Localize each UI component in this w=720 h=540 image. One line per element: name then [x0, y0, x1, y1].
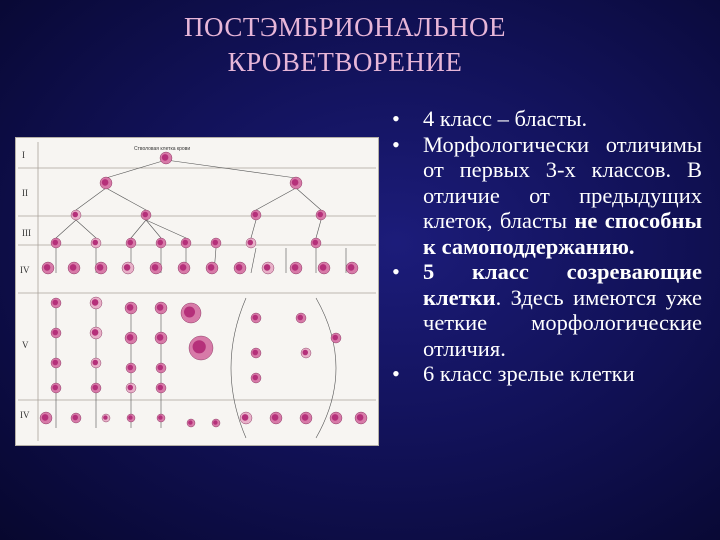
cell-nucleus: [235, 264, 243, 271]
cell-nucleus: [317, 211, 323, 218]
bullet-4: • 6 класс зрелые клетки: [390, 361, 702, 387]
bullet-marker: •: [392, 259, 400, 284]
cell-nucleus: [188, 420, 193, 425]
cell-nucleus: [103, 415, 108, 420]
row-label-3: III: [22, 228, 31, 238]
bullet-2: • Морфологически отличимы от первых 3-х к…: [390, 132, 702, 260]
bullet-3-bold: 5 класс созревающие клетки: [423, 259, 702, 310]
row-separators: [18, 167, 376, 401]
cell-nucleus: [332, 334, 338, 341]
cell-nucleus: [92, 384, 98, 391]
cell-nucleus: [252, 211, 258, 218]
cell-nucleus: [319, 264, 327, 271]
cell-nucleus: [252, 374, 258, 381]
bullet-3-text: . Здесь имеются уже четкие морфологическ…: [423, 284, 702, 361]
hematopoiesis-scheme-svg: I II III IV V IV Стволовая клетка крови: [18, 142, 376, 441]
cell-nucleus: [128, 415, 133, 420]
cell-nucleus: [127, 364, 133, 371]
cell-nucleus: [297, 314, 303, 321]
cell-nucleus: [43, 264, 51, 271]
cell-nucleus: [72, 211, 78, 218]
cell-nucleus: [157, 364, 163, 371]
cell-nucleus: [52, 239, 58, 246]
cell-nucleus: [161, 154, 169, 161]
stem-cell-label: Стволовая клетка крови: [134, 146, 190, 152]
cell-nucleus: [91, 299, 99, 306]
cell-nucleus: [96, 264, 104, 271]
bullet-list: • 4 класс – бласты. • Морфологически отлич…: [390, 106, 702, 387]
cell-nucleus: [142, 211, 148, 218]
cell-nucleus: [127, 384, 133, 391]
row-label-6: IV: [20, 410, 30, 420]
bullet-1-text: 4 класс – бласты.: [423, 106, 588, 131]
cell-nucleus: [271, 414, 279, 421]
cell-nucleus: [41, 414, 49, 421]
hematopoiesis-diagram: I II III IV V IV Стволовая клетка крови: [15, 137, 379, 446]
cell-nucleus: [126, 304, 134, 311]
cell-nucleus: [92, 359, 98, 366]
cell-nucleus: [72, 414, 78, 421]
bullet-marker: •: [392, 106, 400, 131]
cell-nucleus: [184, 306, 195, 318]
cell-nucleus: [252, 349, 258, 356]
row-labels: I II III IV V IV: [20, 150, 31, 420]
cell-nucleus: [331, 414, 339, 421]
cell-nucleus: [126, 334, 134, 341]
cell-nucleus: [123, 264, 131, 271]
bullet-4-text: 6 класс зрелые клетки: [423, 361, 635, 386]
bullet-3: • 5 класс созревающие клетки. Здесь имеют…: [390, 259, 702, 361]
cell-nucleus: [91, 329, 99, 336]
title-line-2: КРОВЕТВОРЕНИЕ: [227, 47, 463, 77]
row-label-4: IV: [20, 265, 30, 275]
cell-nucleus: [151, 264, 159, 271]
cell-nucleus: [263, 264, 271, 271]
cell-nucleus: [157, 384, 163, 391]
cell-nucleus: [157, 239, 163, 246]
cell-nucleus: [247, 239, 253, 246]
bullet-marker: •: [392, 361, 400, 386]
bullet-1: • 4 класс – бласты.: [390, 106, 702, 132]
cell-nucleus: [252, 314, 258, 321]
title-line-1: ПОСТЭМБРИОНАЛЬНОЕ: [184, 12, 506, 42]
cell-nucleus: [182, 239, 188, 246]
cell-nucleus: [101, 179, 109, 186]
cell-nucleus: [291, 264, 299, 271]
bullet-2-text: Морфологически отличимы от первых 3-х кл…: [423, 131, 702, 234]
cell-nucleus: [156, 334, 164, 341]
cell-nucleus: [241, 414, 249, 421]
cell-nucleus: [192, 340, 206, 354]
slide-title: ПОСТЭМБРИОНАЛЬНОЕ КРОВЕТВОРЕНИЕ: [110, 10, 580, 80]
cell-nucleus: [356, 414, 364, 421]
cell-nucleus: [301, 414, 309, 421]
row-label-5: V: [22, 340, 29, 350]
cell-nucleus: [92, 239, 98, 246]
row-label-1: I: [22, 150, 25, 160]
cell-nucleus: [347, 264, 355, 271]
cell-nucleus: [52, 384, 58, 391]
cell-nucleus: [52, 299, 58, 306]
cell-nucleus: [179, 264, 187, 271]
bullet-2-bold: не способны к самоподдержанию.: [423, 208, 703, 259]
cell-nucleus: [213, 420, 218, 425]
row-label-2: II: [22, 188, 28, 198]
cell-nucleus: [291, 179, 299, 186]
cell-nucleus: [302, 349, 308, 356]
cell-nucleus: [52, 359, 58, 366]
cell-nucleus: [312, 239, 318, 246]
cell-nucleus: [156, 304, 164, 311]
cell-nucleus: [212, 239, 218, 246]
bullet-marker: •: [392, 131, 400, 157]
cell-nucleus: [158, 415, 163, 420]
cell-nucleus: [52, 329, 58, 336]
cell-nucleus: [207, 264, 215, 271]
cell-nucleus: [69, 264, 77, 271]
cell-nucleus: [127, 239, 133, 246]
cell-group: [39, 151, 368, 428]
